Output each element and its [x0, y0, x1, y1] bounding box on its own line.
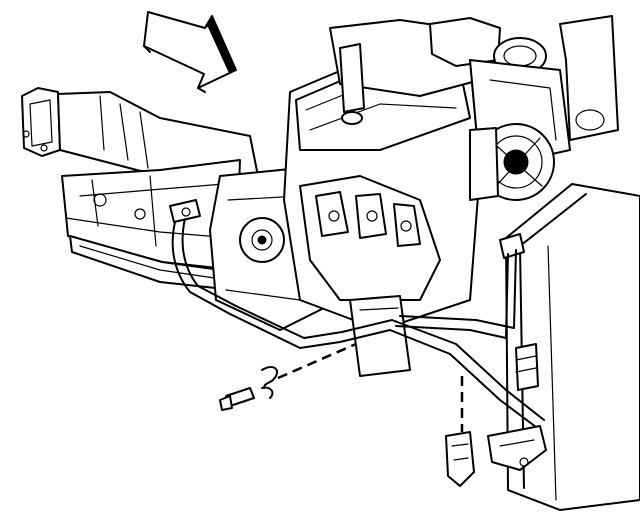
- exhaust-manifold: [299, 175, 441, 377]
- transmission-cooler-lines: [169, 199, 545, 431]
- direction-arrow-icon: [143, 11, 237, 93]
- bracket-clip: [487, 425, 547, 471]
- leader-lines: [277, 342, 464, 432]
- alternator: [469, 123, 555, 201]
- transmission: [21, 87, 259, 291]
- retaining-clip: [219, 366, 278, 411]
- line-fitting: [445, 431, 475, 487]
